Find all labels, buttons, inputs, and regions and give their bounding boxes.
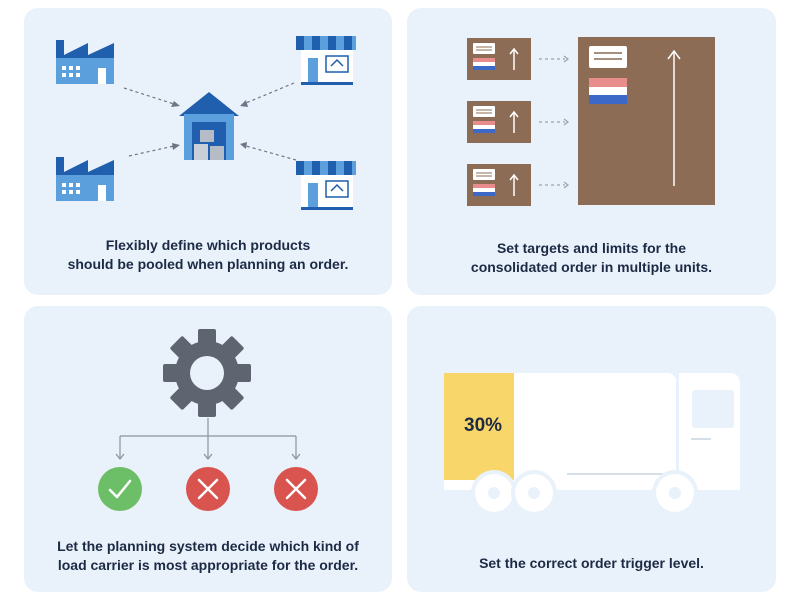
flow-arrows — [123, 82, 297, 161]
store-icon — [296, 161, 356, 210]
decision-illustration — [98, 329, 318, 511]
trigger-caption: Set the correct order trigger level. — [479, 555, 704, 571]
box-icon — [467, 101, 531, 143]
card-product-pooling: Flexibly define which products should be… — [24, 8, 392, 295]
box-icon — [467, 38, 531, 80]
load-carrier-caption: Let the planning system decide which kin… — [34, 537, 382, 575]
fill-level-bar — [444, 373, 514, 485]
warehouse-icon — [179, 92, 239, 160]
card-load-carrier: Let the planning system decide which kin… — [24, 306, 392, 592]
cab-window — [692, 390, 734, 428]
flag-icon — [589, 78, 627, 104]
gear-icon — [163, 329, 251, 417]
truck-illustration — [444, 373, 740, 516]
wheel — [652, 470, 698, 516]
cross-icon — [186, 467, 230, 511]
caption-line: Let the planning system decide which kin… — [57, 538, 359, 554]
card-targets-limits: Set targets and limits for the consolida… — [407, 8, 776, 295]
wheel — [511, 470, 557, 516]
check-icon — [98, 467, 142, 511]
cross-icon — [274, 467, 318, 511]
factory-icon — [56, 157, 114, 201]
pooling-illustration — [56, 36, 356, 210]
factory-icon — [56, 40, 114, 84]
targets-illustration — [467, 37, 715, 206]
caption-line: Set targets and limits for the — [496, 240, 687, 256]
consolidated-box-icon — [578, 37, 715, 205]
caption-line: consolidated order in multiple units. — [470, 259, 713, 275]
pooling-caption: Flexibly define which products should be… — [34, 236, 382, 274]
targets-caption: Set targets and limits for the consolida… — [417, 239, 766, 277]
fill-percentage-label: 30% — [464, 415, 503, 436]
wheel — [471, 470, 517, 516]
caption-line: Flexibly define which products — [105, 237, 311, 253]
card-trigger-level: 30% Set the correct order trigger level. — [407, 306, 776, 592]
store-icon — [296, 36, 356, 85]
caption-line: load carrier is most appropriate for the… — [57, 557, 359, 573]
box-icon — [467, 164, 531, 206]
flow-arrows — [539, 58, 565, 186]
caption-line: should be pooled when planning an order. — [67, 256, 349, 272]
truck-icon — [444, 373, 740, 516]
decision-tree — [115, 418, 301, 460]
